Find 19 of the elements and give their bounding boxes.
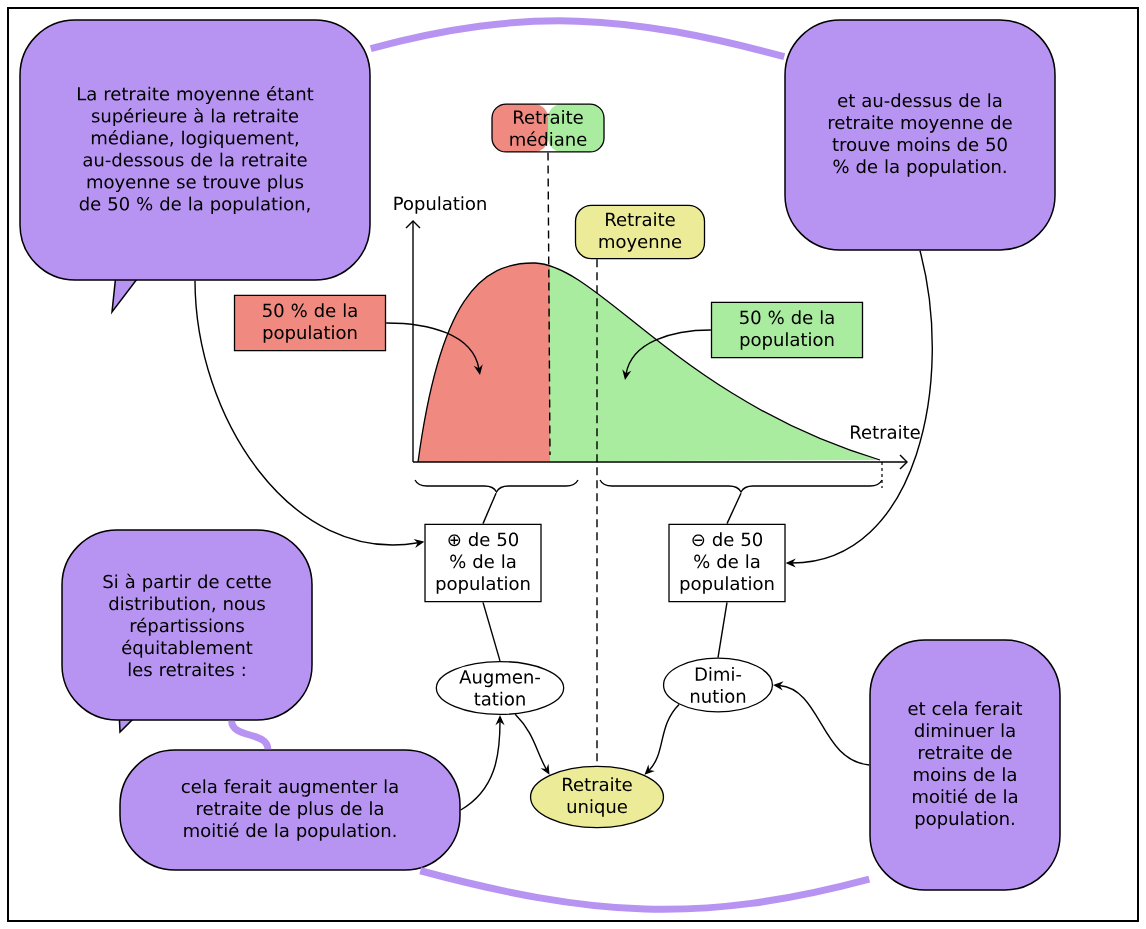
arrow [644,703,680,775]
connector-band [228,720,272,750]
connector-band [419,867,871,913]
brace [599,479,883,493]
brace [414,479,579,493]
speech-bubble: cela ferait augmenter la retraite de plus de la moitié de la population. [119,749,461,871]
label-box: ⊕ de 50 % de la population [424,523,542,603]
arrow [514,713,550,775]
speech-bubble: et cela ferait diminuer la retraite de moins de la moitié de la population. [869,639,1061,891]
speech-bubble: et au-dessus de la retraite moyenne de trouve moins de 50 % de la population. [784,19,1056,251]
split-label: Retraite médiane [491,103,605,153]
label-box: 50 % de la population [233,294,387,352]
label-bubble: Retraite moyenne [574,204,706,260]
dashed-line [547,151,551,456]
label-box: 50 % de la population [710,301,864,359]
label-box: ⊖ de 50 % de la population [668,523,786,603]
axis-label: Retraite [851,425,920,439]
axis-label: Population [394,196,486,214]
connector-band [369,17,786,60]
